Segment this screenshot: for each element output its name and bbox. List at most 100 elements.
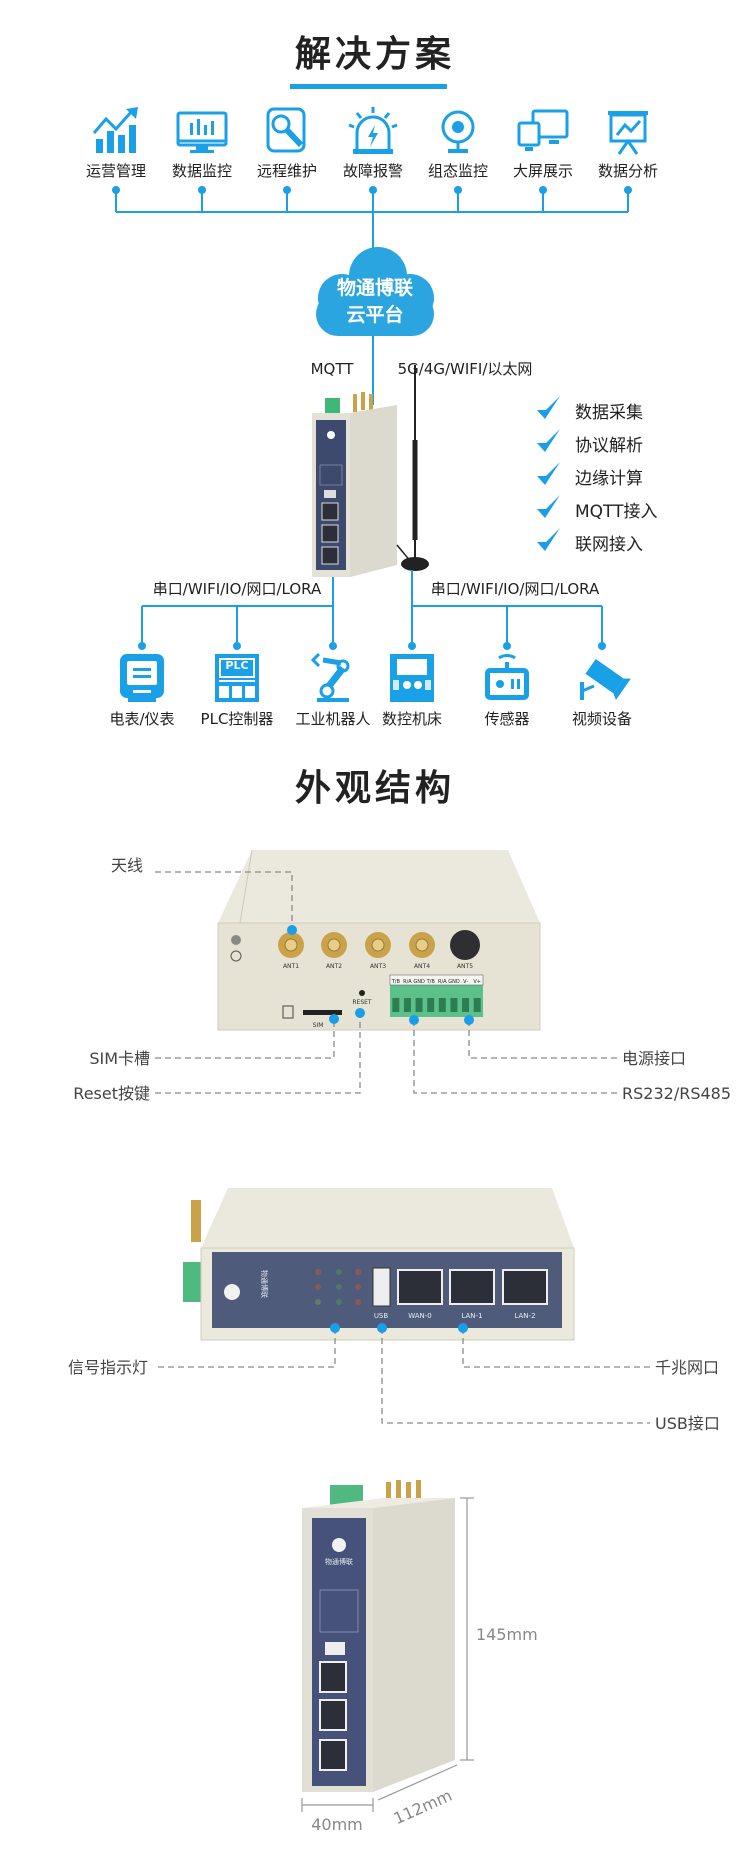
feature-item: 组态监控 [428,110,488,212]
meter-icon-part [127,661,157,685]
alarm-icon-part [348,123,355,129]
height-dimension: 145mm [476,1625,538,1644]
alarm-icon-part [383,112,391,119]
growth-chart-icon-part [118,135,125,153]
feature-label: 故障报警 [343,162,403,180]
device-top-face [201,1188,574,1248]
lan1-port [449,1269,495,1305]
terminal-pin-label: V- [463,979,468,985]
usb-port [372,1267,391,1307]
plc-icon-part [245,686,255,698]
growth-chart-icon [92,107,138,153]
title-underline [290,84,447,89]
antenna-connector [406,1482,411,1500]
connector-dot [598,642,606,650]
webcam-icon [441,110,475,153]
feature-label: 大屏展示 [513,162,573,180]
feature-item: 运营管理 [86,107,146,212]
field-device-label: 数控机床 [382,710,442,728]
callout-dot [464,1015,474,1025]
camera-icon [580,658,631,700]
antenna-connector [386,1482,391,1500]
solution-title: 解决方案 [295,34,455,75]
antenna-connector [396,1480,401,1498]
feature-label: 数据监控 [172,162,232,180]
led [355,1299,361,1305]
sma-connector-core [327,938,341,952]
screens-icon-part [525,147,533,151]
cnc-machine-icon-part [414,681,422,689]
terminal-pin-label: R/A [403,979,412,985]
monitor-icon-part [204,125,207,135]
presentation-icon-part [608,111,648,115]
alarm-icon-part [355,115,391,153]
plc-icon-part [219,680,255,682]
led [355,1284,361,1290]
webcam-icon-part [448,149,468,153]
led [336,1269,342,1275]
terminal-block [330,1485,363,1505]
reset-mark: RESET [352,999,372,1006]
checklist-item: 数据采集 [575,403,643,423]
sensor-icon-part [511,679,514,689]
camera-icon-part [613,678,631,700]
checklist-item: MQTT接入 [575,502,658,522]
depth-dimension: 112mm [391,1786,455,1828]
monitor-icon-part [197,119,200,135]
robot-arm-icon-part [310,652,321,668]
connector-dot [503,642,511,650]
power-port-label: 电源接口 [622,1049,686,1068]
field-device-label: 工业机器人 [295,710,370,728]
alarm-icon-part [355,112,363,119]
antenna-port-label: ANT5 [457,963,473,970]
plc-icon-part [221,660,253,676]
callout-dot [409,1015,419,1025]
monitor-icon-part [196,146,208,150]
ethernet-port [321,546,339,565]
terminal-header [389,974,484,986]
alarm-icon-part [353,149,393,154]
feature-label: 组态监控 [428,162,488,180]
sim-card-icon [282,1005,294,1019]
terminal-pin [473,998,481,1012]
checklist-item: 协议解析 [575,436,643,456]
presentation-icon-part [615,119,642,136]
led [336,1299,342,1305]
check-icon [537,528,560,551]
callout-dot [377,1323,387,1333]
monitor-icon-part [176,111,228,147]
terminal-pin [403,998,411,1012]
ant5-connector [450,930,480,960]
lan2-port [502,1269,548,1305]
cloud-platform: 物通博联 云平台 [316,247,434,336]
led-cluster [319,1589,359,1633]
reset-button-label: Reset按键 [73,1084,150,1103]
terminal-pin-label: GND [448,979,460,985]
appearance-title: 外观结构 [295,768,455,809]
feature-item: 数据监控 [172,111,232,212]
sma-connector-core [371,938,385,952]
terminal-pin-label: T/B [426,979,436,985]
indicator-leds [315,1269,361,1305]
check-icon [537,396,560,419]
plc-icon-part [219,686,229,698]
growth-chart-icon-part [129,125,136,153]
indicator-label: 信号指示灯 [68,1358,148,1377]
ethernet-port [319,1661,347,1693]
connector-dot [233,642,241,650]
device-front-view: 物通博联 USB WAN-0 LAN-1 LAN-2 [183,1188,575,1341]
device-top-face [218,850,540,923]
growth-chart-icon-part [126,107,138,119]
field-device-label: 视频设备 [572,710,632,728]
screens-icon [517,109,569,151]
check-icon [537,495,560,518]
protocol-network: 5G/4G/WIFI/以太网 [398,360,533,378]
width-dimension: 40mm [311,1815,363,1834]
connector-dot [408,642,416,650]
presentation-icon-part [626,140,639,155]
sma-connector-core [284,938,298,952]
